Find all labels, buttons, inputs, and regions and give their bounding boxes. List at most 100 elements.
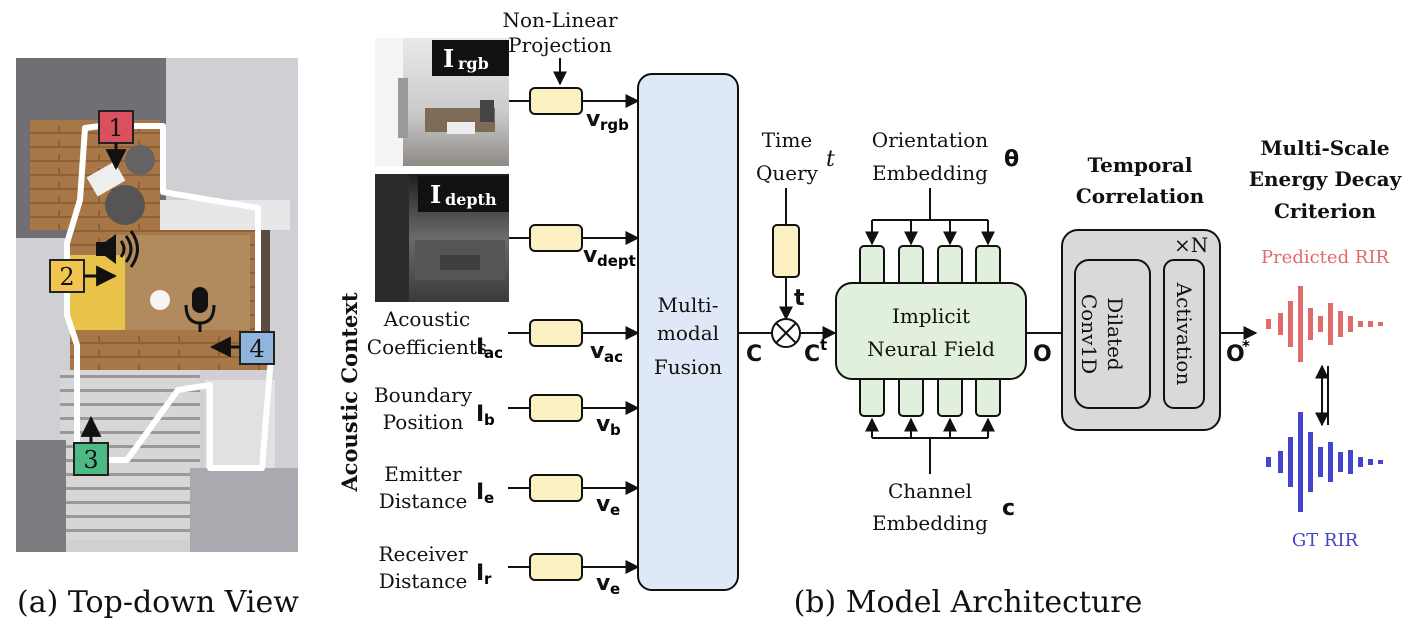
speaker-icon	[96, 230, 139, 268]
temporal-line1: Temporal	[1088, 153, 1193, 177]
v-depth-symbol: v	[583, 243, 598, 268]
marker-1-label: 1	[108, 114, 123, 142]
o-symbol: O	[1033, 342, 1052, 367]
input-acoustic-coefficients: Acoustic Coefficients I ac v ac	[367, 307, 640, 366]
microphone-icon	[184, 287, 216, 332]
criterion-line1: Multi-Scale	[1260, 136, 1389, 160]
v-ac-symbol: v	[590, 339, 605, 364]
input-b-subscript: b	[484, 411, 495, 429]
input-e-line2: Distance	[379, 489, 468, 513]
v-e-symbol: v	[596, 492, 611, 517]
marker-4-box	[239, 331, 275, 365]
marker-3-label: 3	[83, 446, 98, 474]
v-depth-subscript: depth	[597, 252, 647, 270]
time-projection-box	[772, 224, 800, 278]
predicted-rir-label: Predicted RIR	[1261, 247, 1390, 268]
marker-2-label: 2	[59, 263, 74, 291]
nonlinear-label-line1: Non-Linear	[502, 8, 617, 32]
channel-line2: Embedding	[872, 511, 988, 535]
gt-rir-label: GT RIR	[1292, 530, 1359, 551]
b-projection-box	[529, 394, 583, 422]
channel-line1: Channel	[888, 479, 972, 503]
marker-1-box	[98, 110, 134, 144]
top-down-scene: 1 2 3 4	[16, 58, 298, 552]
input-e-subscript: e	[484, 489, 494, 507]
scene-path	[64, 123, 275, 471]
marker-1: 1	[98, 110, 134, 171]
v-r-subscript: e	[610, 580, 620, 598]
depth-image-subscript: depth	[445, 190, 497, 209]
input-b-line2: Position	[383, 410, 464, 434]
ac-projection-box	[529, 319, 583, 347]
orientation-line2: Embedding	[872, 161, 988, 185]
v-rgb-subscript: rgb	[600, 116, 629, 134]
depth-branch: v depth	[509, 224, 647, 270]
marker-3: 3	[73, 415, 109, 476]
depth-projection-box	[529, 224, 583, 252]
input-ac-line2: Coefficients	[367, 335, 487, 359]
input-r-line2: Distance	[379, 569, 468, 593]
criterion-line2: Energy Decay	[1249, 167, 1403, 191]
input-r-subscript: r	[484, 570, 492, 588]
gt-rir-waveform	[1266, 412, 1383, 512]
repeat-n-label: ×N	[1174, 233, 1208, 257]
rgb-image-subscript: rgb	[458, 54, 489, 73]
neural-field-line2: Neural Field	[867, 337, 995, 361]
activation-label: Activation	[1172, 282, 1196, 386]
v-ac-subscript: ac	[604, 348, 623, 366]
activation-box	[1163, 259, 1205, 409]
orientation-line1: Orientation	[872, 128, 989, 152]
fusion-line3: Fusion	[654, 355, 722, 379]
marker-2-box	[49, 259, 85, 293]
caption-top-down: (a) Top-down View	[17, 585, 299, 620]
rgb-image: I rgb	[375, 38, 509, 166]
marker-3-box	[73, 442, 109, 476]
o-star-superscript: *	[1242, 337, 1250, 355]
input-r-line1: Receiver	[378, 542, 467, 566]
temporal-line2: Correlation	[1076, 184, 1205, 208]
v-r-symbol: v	[596, 571, 611, 596]
v-b-symbol: v	[596, 412, 611, 437]
rgb-projection-box	[529, 87, 583, 115]
input-boundary-position: Boundary Position I b v b	[374, 383, 640, 439]
time-query-line2: Query	[756, 161, 819, 185]
input-receiver-distance: Receiver Distance I r v e	[378, 542, 640, 598]
c-symbol: C	[746, 342, 762, 367]
t-italic-symbol: t	[826, 147, 835, 172]
depth-image-symbol: I	[430, 180, 441, 209]
ct-symbol: C	[804, 342, 820, 367]
double-arrow-icon	[1315, 364, 1329, 427]
input-ac-symbol: I	[476, 335, 484, 360]
nonlinear-label-line2: Projection	[508, 33, 612, 57]
marker-4: 4	[209, 331, 275, 365]
input-r-symbol: I	[476, 561, 484, 586]
ct-superscript: t	[820, 336, 827, 354]
input-emitter-distance: Emitter Distance I e v e	[379, 462, 640, 519]
r-projection-box	[529, 553, 583, 581]
v-rgb-symbol: v	[586, 107, 601, 132]
fusion-line1: Multi-	[658, 293, 719, 317]
rgb-image-symbol: I	[443, 44, 454, 73]
predicted-rir-waveform	[1266, 286, 1383, 362]
depth-image: I depth	[375, 174, 509, 302]
input-b-symbol: I	[476, 402, 484, 427]
input-e-line1: Emitter	[384, 462, 462, 486]
c-lower-symbol: c	[1002, 496, 1015, 521]
input-e-symbol: I	[476, 480, 484, 505]
input-ac-subscript: ac	[484, 344, 503, 362]
dilated-conv-box	[1074, 259, 1151, 409]
fusion-line2: modal	[657, 321, 719, 345]
o-star-symbol: O	[1226, 342, 1245, 367]
input-b-line1: Boundary	[374, 383, 473, 407]
e-projection-box	[529, 474, 583, 502]
neural-field-line1: Implicit	[892, 304, 970, 328]
acoustic-context-label: Acoustic Context	[337, 292, 362, 493]
marker-2: 2	[49, 259, 118, 293]
dilated-line2: Conv1D	[1077, 294, 1101, 374]
criterion-line3: Criterion	[1274, 199, 1376, 223]
neural-field-box	[835, 282, 1027, 380]
dilated-line1: Dilated	[1103, 297, 1127, 371]
time-query-line1: Time	[762, 128, 813, 152]
rgb-branch: v rgb	[509, 87, 640, 134]
